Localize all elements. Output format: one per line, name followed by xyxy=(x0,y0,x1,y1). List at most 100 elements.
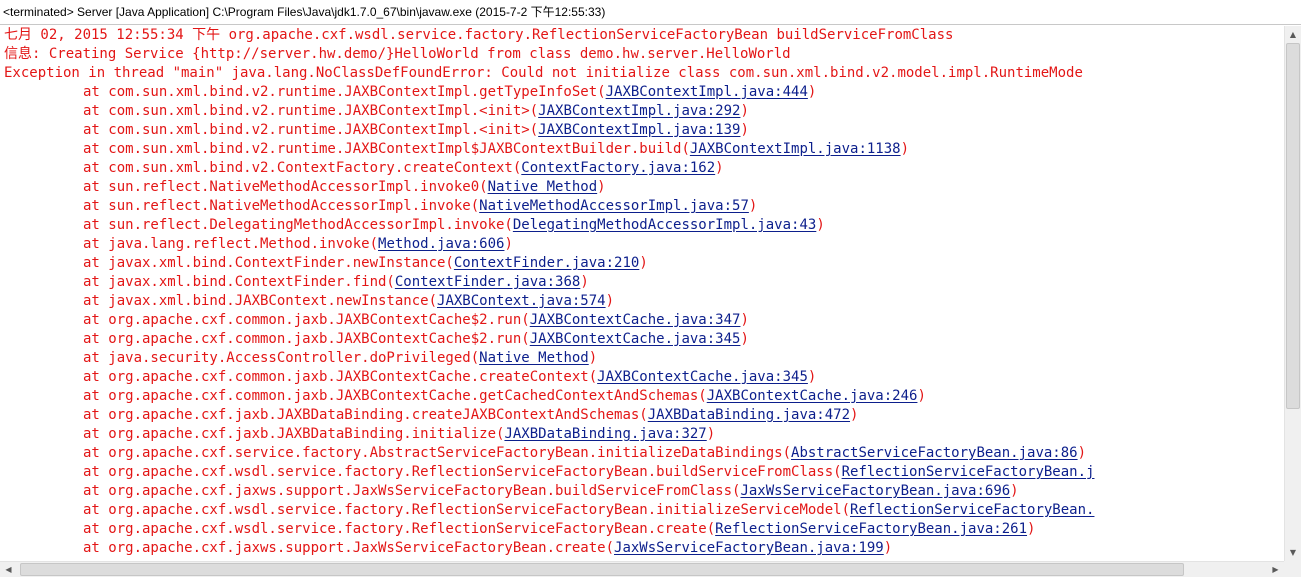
stack-frame-close: ) xyxy=(597,179,606,195)
stack-trace: at com.sun.xml.bind.v2.runtime.JAXBConte… xyxy=(0,83,1284,558)
stack-frame-close: ) xyxy=(639,255,648,271)
source-link[interactable]: ReflectionServiceFactoryBean.java:261 xyxy=(715,521,1028,537)
stack-frame-line: at javax.xml.bind.ContextFinder.newInsta… xyxy=(0,254,1284,273)
exception-line: Exception in thread "main" java.lang.NoC… xyxy=(4,65,1083,81)
source-link[interactable]: JAXBContextCache.java:347 xyxy=(529,312,741,328)
stack-frame-line: at com.sun.xml.bind.v2.runtime.JAXBConte… xyxy=(0,83,1284,102)
scroll-up-icon[interactable]: ▲ xyxy=(1285,26,1301,43)
source-link[interactable]: Method.java:606 xyxy=(378,236,505,252)
source-link[interactable]: AbstractServiceFactoryBean.java:86 xyxy=(791,445,1078,461)
stack-frame-line: at org.apache.cxf.wsdl.service.factory.R… xyxy=(0,520,1284,539)
console-output[interactable]: 七月 02, 2015 12:55:34 下午 org.apache.cxf.w… xyxy=(0,26,1284,561)
stack-frame-method: at com.sun.xml.bind.v2.runtime.JAXBConte… xyxy=(83,122,539,138)
stack-frame-close: ) xyxy=(706,426,716,442)
stack-frame-close: ) xyxy=(588,350,598,366)
source-link[interactable]: JAXBDataBinding.java:327 xyxy=(504,426,707,442)
stack-frame-method: at org.apache.cxf.jaxb.JAXBDataBinding.c… xyxy=(83,407,648,423)
source-link[interactable]: ContextFactory.java:162 xyxy=(521,160,716,176)
scroll-right-icon[interactable]: ▶ xyxy=(1267,562,1284,577)
stack-frame-line: at sun.reflect.DelegatingMethodAccessorI… xyxy=(0,216,1284,235)
stack-frame-line: at java.security.AccessController.doPriv… xyxy=(0,349,1284,368)
source-link[interactable]: Native Method xyxy=(479,350,589,366)
source-link[interactable]: NativeMethodAccessorImpl.java:57 xyxy=(479,198,749,214)
stack-frame-close: ) xyxy=(807,84,817,100)
console-title: <terminated> Server [Java Application] C… xyxy=(3,5,606,19)
stack-frame-method: at org.apache.cxf.jaxws.support.JaxWsSer… xyxy=(83,540,615,556)
stack-frame-close: ) xyxy=(807,369,817,385)
source-link[interactable]: ContextFinder.java:368 xyxy=(394,274,581,290)
source-link[interactable]: JAXBContextImpl.java:139 xyxy=(538,122,741,138)
stack-frame-close: ) xyxy=(748,198,758,214)
stack-frame-line: at org.apache.cxf.jaxb.JAXBDataBinding.i… xyxy=(0,425,1284,444)
source-link[interactable]: JAXBContextImpl.java:1138 xyxy=(689,141,901,157)
stack-frame-method: at com.sun.xml.bind.v2.ContextFactory.cr… xyxy=(83,160,522,176)
horizontal-scroll-thumb[interactable] xyxy=(20,563,1184,576)
stack-frame-line: at org.apache.cxf.service.factory.Abstra… xyxy=(0,444,1284,463)
stack-frame-method: at org.apache.cxf.common.jaxb.JAXBContex… xyxy=(83,388,707,404)
stack-frame-line: at javax.xml.bind.ContextFinder.find(Con… xyxy=(0,273,1284,292)
stack-frame-method: at javax.xml.bind.JAXBContext.newInstanc… xyxy=(83,293,438,309)
stack-frame-line: at com.sun.xml.bind.v2.runtime.JAXBConte… xyxy=(0,121,1284,140)
source-link[interactable]: JAXBContextCache.java:246 xyxy=(706,388,918,404)
stack-frame-line: at com.sun.xml.bind.v2.runtime.JAXBConte… xyxy=(0,102,1284,121)
source-link[interactable]: ContextFinder.java:210 xyxy=(453,255,640,271)
horizontal-scrollbar[interactable]: ◀ ▶ xyxy=(0,561,1284,577)
source-link[interactable]: ReflectionServiceFactoryBean.j xyxy=(841,464,1095,480)
stack-frame-line: at javax.xml.bind.JAXBContext.newInstanc… xyxy=(0,292,1284,311)
stack-frame-close: ) xyxy=(715,160,724,176)
source-link[interactable]: DelegatingMethodAccessorImpl.java:43 xyxy=(512,217,817,233)
stack-frame-method: at java.security.AccessController.doPriv… xyxy=(83,350,480,366)
stack-frame-close: ) xyxy=(740,312,749,328)
stack-frame-method: at sun.reflect.NativeMethodAccessorImpl.… xyxy=(83,179,488,195)
stack-frame-method: at org.apache.cxf.wsdl.service.factory.R… xyxy=(83,502,851,518)
stack-frame-method: at org.apache.cxf.wsdl.service.factory.R… xyxy=(83,521,716,537)
stack-frame-close: ) xyxy=(740,331,749,347)
stack-frame-line: at com.sun.xml.bind.v2.runtime.JAXBConte… xyxy=(0,140,1284,159)
vertical-scroll-thumb[interactable] xyxy=(1286,43,1300,409)
stack-frame-method: at javax.xml.bind.ContextFinder.find( xyxy=(83,274,395,290)
stack-frame-line: at org.apache.cxf.jaxws.support.JaxWsSer… xyxy=(0,539,1284,558)
stack-frame-method: at java.lang.reflect.Method.invoke( xyxy=(83,236,379,252)
stack-frame-line: at org.apache.cxf.jaxb.JAXBDataBinding.c… xyxy=(0,406,1284,425)
stack-frame-close: ) xyxy=(1010,483,1019,499)
stack-frame-line: at org.apache.cxf.wsdl.service.factory.R… xyxy=(0,501,1284,520)
log-info-line: 信息: Creating Service {http://server.hw.d… xyxy=(4,46,791,62)
scroll-down-icon[interactable]: ▼ xyxy=(1285,544,1301,561)
scrollbar-corner xyxy=(1284,561,1301,577)
stack-frame-line: at sun.reflect.NativeMethodAccessorImpl.… xyxy=(0,197,1284,216)
stack-frame-method: at com.sun.xml.bind.v2.runtime.JAXBConte… xyxy=(83,141,690,157)
source-link[interactable]: JAXBContext.java:574 xyxy=(437,293,606,309)
stack-frame-method: at org.apache.cxf.wsdl.service.factory.R… xyxy=(83,464,842,480)
stack-frame-method: at org.apache.cxf.jaxb.JAXBDataBinding.i… xyxy=(83,426,505,442)
stack-frame-close: ) xyxy=(1077,445,1087,461)
stack-frame-line: at org.apache.cxf.common.jaxb.JAXBContex… xyxy=(0,387,1284,406)
stack-frame-method: at com.sun.xml.bind.v2.runtime.JAXBConte… xyxy=(83,84,606,100)
stack-frame-line: at com.sun.xml.bind.v2.ContextFactory.cr… xyxy=(0,159,1284,178)
source-link[interactable]: JAXBContextImpl.java:444 xyxy=(605,84,808,100)
source-link[interactable]: JAXBDataBinding.java:472 xyxy=(647,407,851,423)
stack-frame-close: ) xyxy=(850,407,859,423)
stack-frame-close: ) xyxy=(900,141,910,157)
source-link[interactable]: JAXBContextCache.java:345 xyxy=(597,369,808,385)
stack-frame-line: at org.apache.cxf.common.jaxb.JAXBContex… xyxy=(0,368,1284,387)
source-link[interactable]: JAXBContextCache.java:345 xyxy=(529,331,741,347)
source-link[interactable]: ReflectionServiceFactoryBean. xyxy=(850,502,1095,518)
source-link[interactable]: Native Method xyxy=(487,179,598,195)
source-link[interactable]: JaxWsServiceFactoryBean.java:696 xyxy=(740,483,1011,499)
stack-frame-close: ) xyxy=(740,103,749,119)
stack-frame-line: at sun.reflect.NativeMethodAccessorImpl.… xyxy=(0,178,1284,197)
stack-frame-close: ) xyxy=(1027,521,1036,537)
stack-frame-line: at org.apache.cxf.common.jaxb.JAXBContex… xyxy=(0,311,1284,330)
stack-frame-method: at org.apache.cxf.common.jaxb.JAXBContex… xyxy=(83,369,598,385)
console-title-bar: <terminated> Server [Java Application] C… xyxy=(0,0,1301,25)
source-link[interactable]: JaxWsServiceFactoryBean.java:199 xyxy=(614,540,884,556)
stack-frame-method: at sun.reflect.DelegatingMethodAccessorI… xyxy=(83,217,513,233)
vertical-scrollbar[interactable]: ▲ ▼ xyxy=(1284,26,1301,561)
stack-frame-line: at org.apache.cxf.common.jaxb.JAXBContex… xyxy=(0,330,1284,349)
stack-frame-close: ) xyxy=(504,236,513,252)
scroll-left-icon[interactable]: ◀ xyxy=(0,562,17,577)
source-link[interactable]: JAXBContextImpl.java:292 xyxy=(538,103,741,119)
stack-frame-method: at org.apache.cxf.common.jaxb.JAXBContex… xyxy=(83,331,530,347)
stack-frame-line: at org.apache.cxf.jaxws.support.JaxWsSer… xyxy=(0,482,1284,501)
stack-frame-close: ) xyxy=(580,274,589,290)
